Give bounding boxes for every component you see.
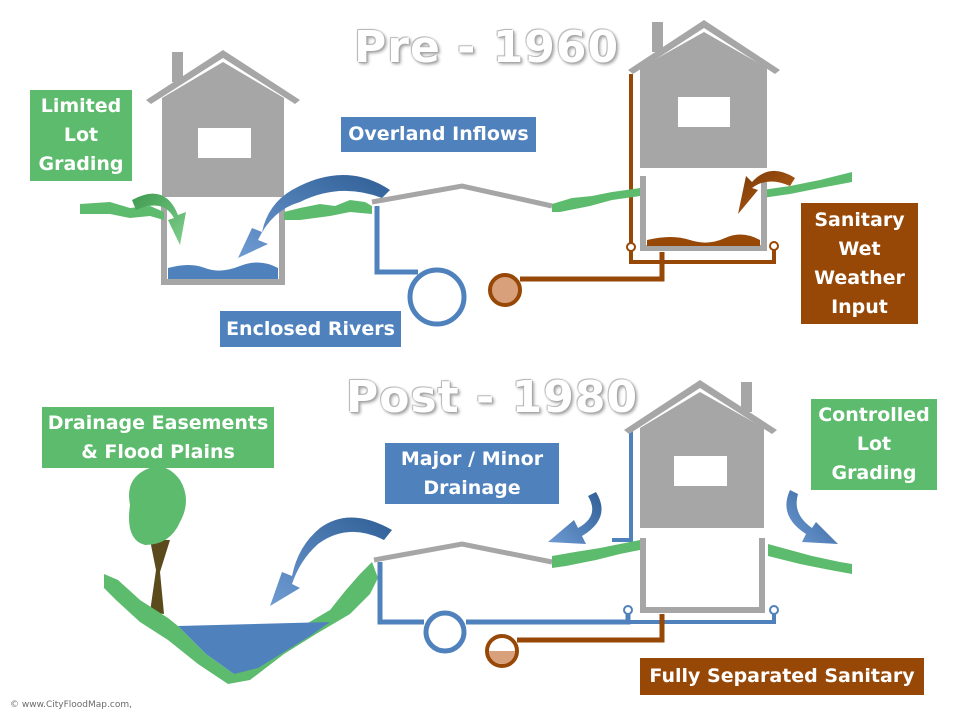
- basement-left-pre: [161, 205, 285, 285]
- house-post: [624, 380, 777, 528]
- sanitary-arrow-pre: [738, 170, 795, 214]
- basement-right-pre: [640, 176, 767, 251]
- label-overland-inflows: Overland Inflows: [341, 117, 536, 152]
- label-sanitary-wet-weather-input: Sanitary Wet Weather Input: [801, 203, 918, 324]
- grass-mid-pre: [284, 200, 372, 220]
- title-pre-1960: Pre - 1960: [354, 22, 620, 73]
- tree-post: [129, 466, 186, 614]
- label-drainage-easements-flood-plains: Drainage Easements & Flood Plains: [42, 407, 274, 468]
- label-enclosed-rivers: Enclosed Rivers: [220, 311, 401, 347]
- road-post: [373, 541, 553, 565]
- overland-arrow-pre: [238, 175, 390, 258]
- grading-arrow-left-post: [548, 492, 602, 544]
- title-post-1980: Post - 1980: [346, 372, 639, 423]
- sanitary-pipe-post: [485, 614, 665, 668]
- road-pre: [371, 183, 553, 209]
- grass-right-b-post: [768, 544, 852, 574]
- drainage-arrow-post: [270, 517, 392, 606]
- grading-arrow-right-post: [786, 490, 838, 544]
- label-controlled-lot-grading: Controlled Lot Grading: [811, 399, 937, 490]
- label-major-minor-drainage: Major / Minor Drainage: [385, 443, 559, 504]
- house-left-pre: [146, 50, 300, 197]
- grass-right-b-pre: [762, 172, 852, 198]
- sanitary-pipe-pre: [488, 74, 779, 307]
- storm-pipe-post: [377, 430, 779, 654]
- green-arrow-pre: [132, 193, 186, 245]
- grass-right-a-pre: [552, 188, 640, 212]
- house-right-pre: [628, 20, 780, 168]
- basement-post: [640, 538, 765, 613]
- copyright-footer: © www.CityFloodMap.com,: [10, 700, 132, 710]
- label-fully-separated-sanitary: Fully Separated Sanitary: [640, 658, 924, 695]
- grass-right-a-post: [552, 540, 640, 568]
- storm-pipe-pre: [374, 206, 467, 327]
- label-limited-lot-grading: Limited Lot Grading: [30, 90, 132, 181]
- grass-left-pre: [80, 202, 164, 220]
- flood-water: [178, 622, 330, 674]
